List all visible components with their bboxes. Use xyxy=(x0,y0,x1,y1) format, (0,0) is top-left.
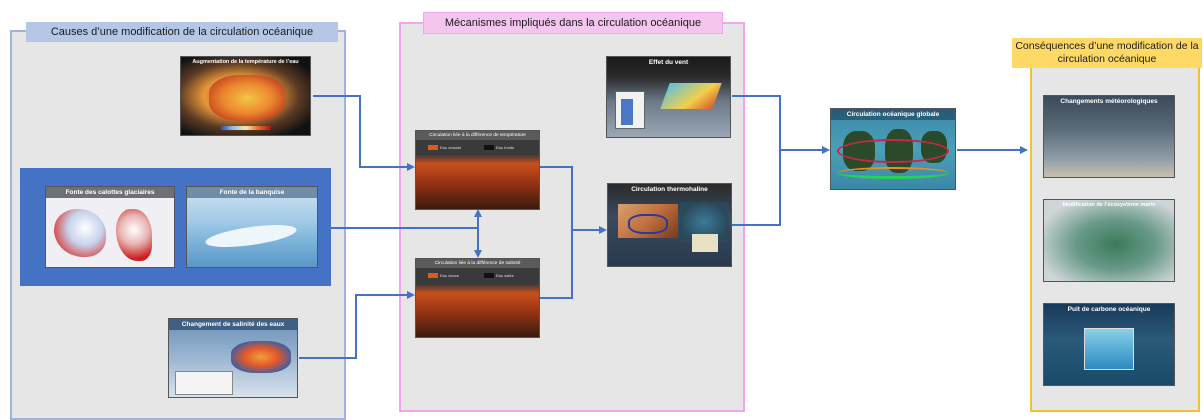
weather-thumbnail: Changements météorologiques xyxy=(1043,95,1175,178)
warm-current xyxy=(837,139,949,163)
mechanisms-section-title: Mécanismes impliqués dans la circulation… xyxy=(423,12,723,34)
ice-caps-thumbnail: Fonte des calottes glaciaires xyxy=(45,186,175,268)
cold-current xyxy=(837,167,949,179)
thermohaline-loop xyxy=(628,214,668,234)
sea-ice-thumbnail-title: Fonte de la banquise xyxy=(187,187,317,198)
warm-water-label: Eau chaude xyxy=(440,145,462,150)
connector-wind-out xyxy=(732,95,781,226)
salty-water-label: Eau salée xyxy=(496,273,514,278)
global-circulation-title: Circulation océanique globale xyxy=(831,109,955,120)
thermohaline-thumbnail: Circulation thermohaline xyxy=(607,183,732,267)
wind-effect-thumbnail: Effet du vent xyxy=(606,56,731,138)
temperature-map xyxy=(209,75,285,121)
temp-legend-warm: Eau chaude xyxy=(428,145,462,151)
salinity-legend-salty: Eau salée xyxy=(484,273,514,279)
temp-circulation-title: Circulation liée à la différence de temp… xyxy=(416,131,539,140)
warm-water-swatch xyxy=(428,145,438,151)
ecosystem-thumbnail: Modification de l’écosystème marin xyxy=(1043,199,1175,282)
antarctica-map xyxy=(54,209,106,257)
wind-depth-column xyxy=(621,99,633,125)
salty-water-swatch xyxy=(484,273,494,279)
temp-legend-cold: Eau froide xyxy=(484,145,515,151)
temperature-colorbar xyxy=(221,126,271,130)
fresh-water-swatch xyxy=(428,273,438,279)
thermohaline-title: Circulation thermohaline xyxy=(631,186,708,193)
thermohaline-label-box xyxy=(692,234,718,252)
salinity-circulation-thumbnail: Circulation liée à la différence de sali… xyxy=(415,258,540,338)
arrow-temperature-to-temp-circulation xyxy=(313,95,415,171)
salinity-thumbnail-title: Changement de salinité des eaux xyxy=(169,319,297,330)
carbon-title: Puit de carbone océanique xyxy=(1067,306,1151,313)
salinity-map xyxy=(231,341,291,373)
weather-title: Changements météorologiques xyxy=(1060,98,1158,105)
ice-caps-thumbnail-title: Fonte des calottes glaciaires xyxy=(46,187,174,198)
consequences-section-title: Conséquences d’une modification de la ci… xyxy=(1012,38,1202,68)
sea-ice-thumbnail: Fonte de la banquise xyxy=(186,186,318,268)
cold-water-swatch xyxy=(484,145,494,151)
global-circulation-thumbnail: Circulation océanique globale xyxy=(830,108,956,190)
wind-effect-title: Effet du vent xyxy=(648,59,689,66)
temperature-thumbnail: Augmentation de la température de l’eau xyxy=(180,56,311,136)
cold-water-label: Eau froide xyxy=(496,145,515,150)
greenland-map xyxy=(116,209,152,261)
causes-section-title: Causes d’une modification de la circulat… xyxy=(26,22,338,42)
carbon-ocean-box xyxy=(1084,328,1134,370)
salinity-thumbnail: Changement de salinité des eaux xyxy=(168,318,298,398)
consequences-title-text: Conséquences d’une modification de la ci… xyxy=(1015,40,1199,65)
salinity-graph xyxy=(175,371,233,395)
carbon-thumbnail: Puit de carbone océanique xyxy=(1043,303,1175,386)
temperature-thumbnail-title: Augmentation de la température de l’eau xyxy=(192,59,299,65)
connector-temp-circulation-out xyxy=(540,166,573,299)
salinity-circulation-title: Circulation liée à la différence de sali… xyxy=(416,259,539,268)
fresh-water-label: Eau douce xyxy=(440,273,460,278)
temp-circulation-thumbnail: Circulation liée à la différence de temp… xyxy=(415,130,540,210)
salinity-legend-fresh: Eau douce xyxy=(428,273,460,279)
ecosystem-title: Modification de l’écosystème marin xyxy=(1062,202,1156,208)
arrow-salinity-to-salinity-circulation xyxy=(299,291,415,359)
